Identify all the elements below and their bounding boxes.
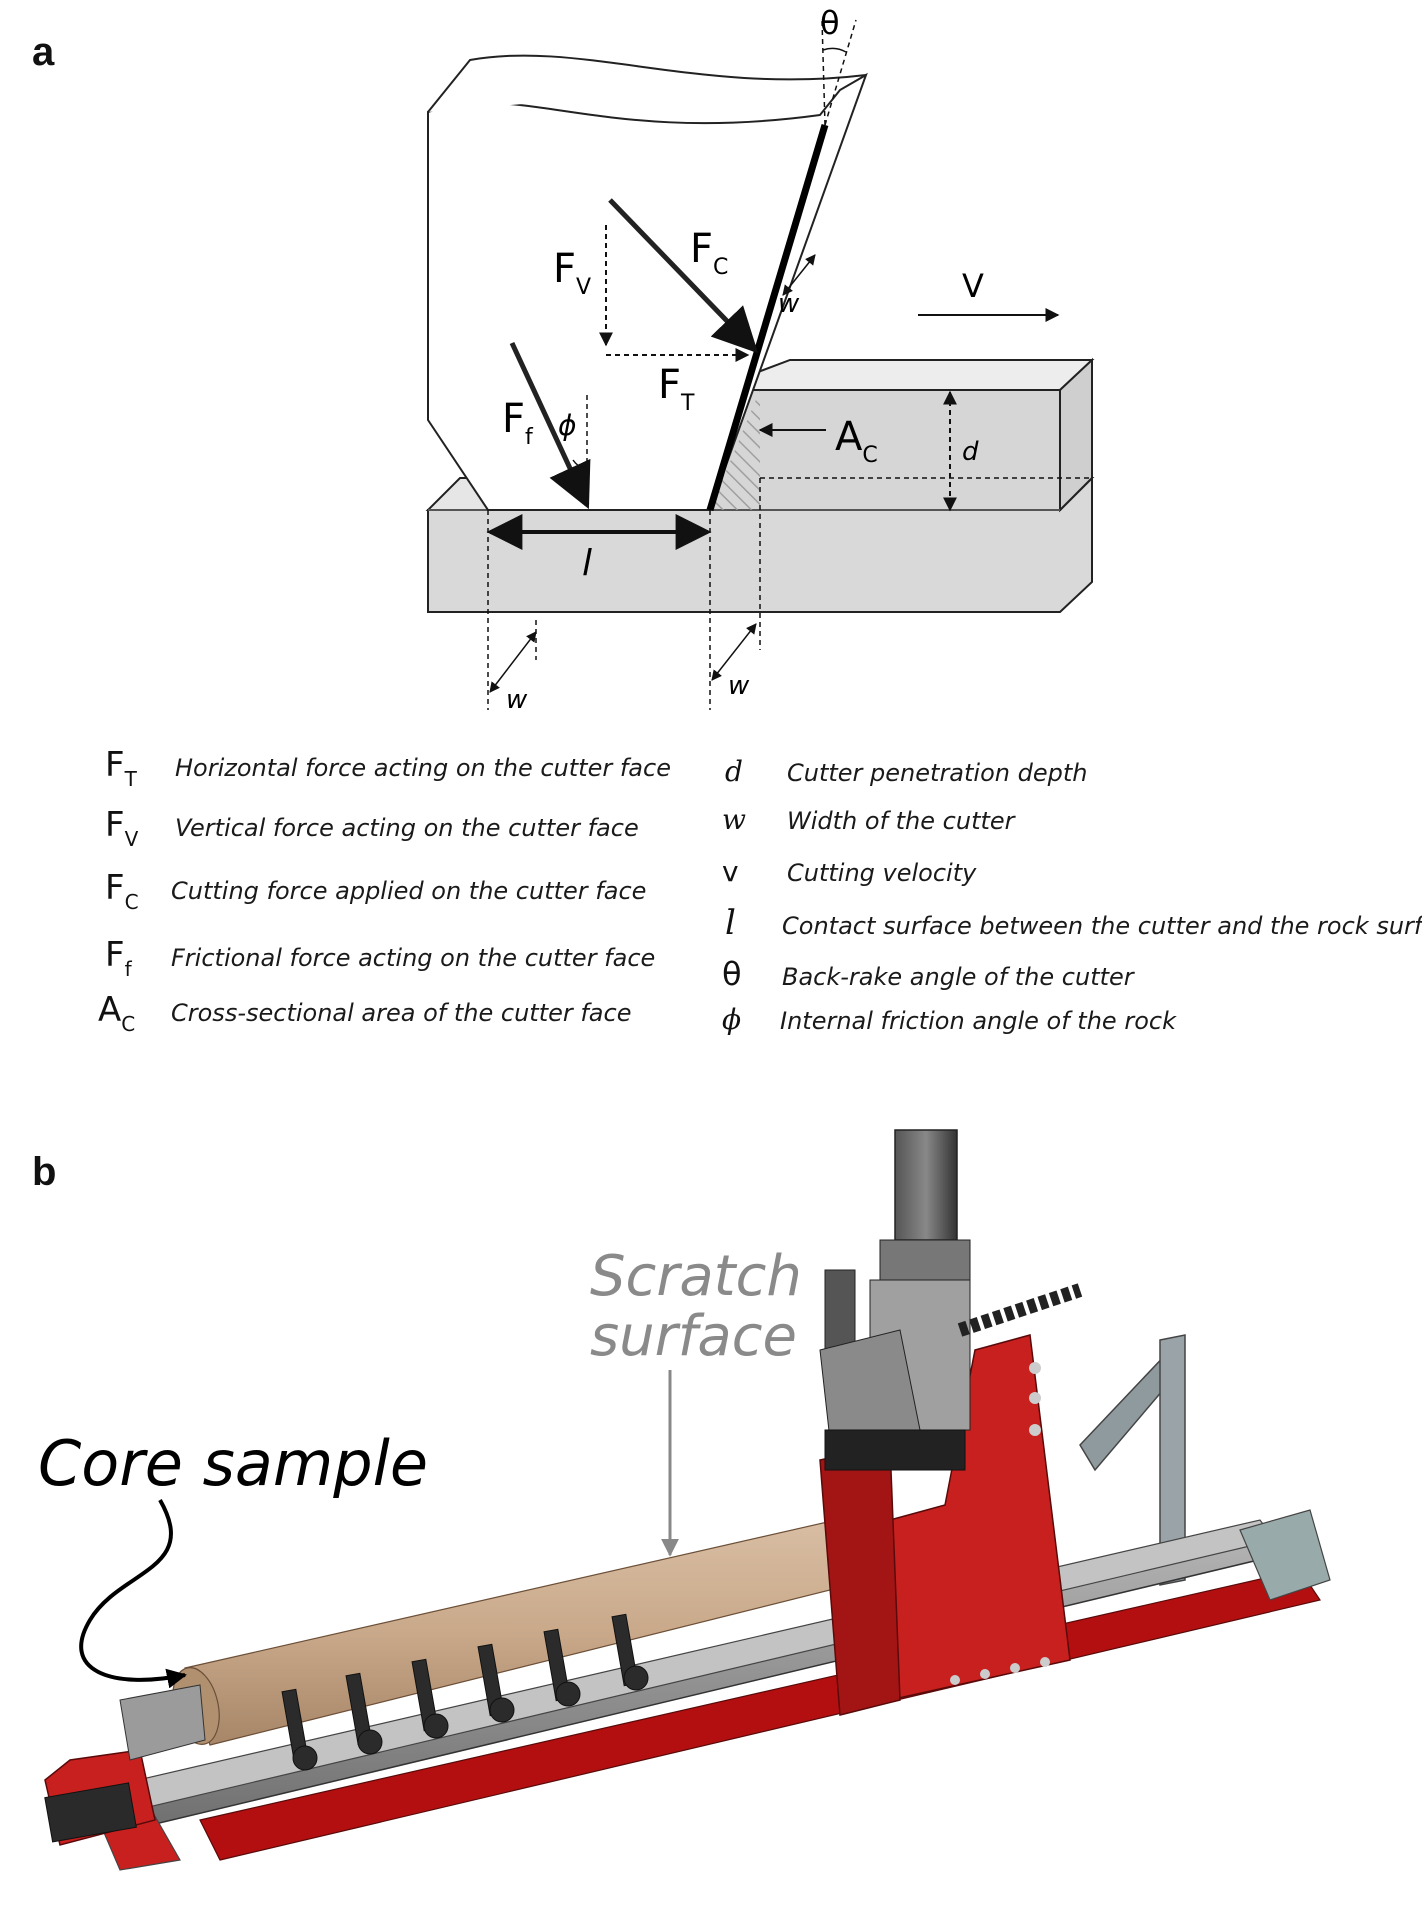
legend-item: v Cutting velocity: [722, 855, 977, 888]
legend-item: FC Cutting force applied on the cutter f…: [105, 868, 647, 914]
legend-item: AC Cross-sectional area of the cutter fa…: [98, 990, 632, 1036]
legend-item: Ff Frictional force acting on the cutter…: [105, 935, 656, 981]
svg-text:ϕ: ϕ: [558, 409, 576, 442]
legend-item: d Cutter penetration depth: [725, 755, 1088, 788]
core-clamps: [281, 1613, 649, 1771]
cutter-force-diagram: θ FC FV FT Ff ϕ w V AC d l w w: [425, 4, 1095, 715]
svg-text:V: V: [962, 267, 984, 305]
legend-item: FT Horizontal force acting on the cutter…: [105, 745, 671, 791]
svg-text:w: w: [728, 671, 750, 701]
scratch-test-machine: Scratch surface Core sample: [38, 1129, 1331, 1871]
legend-item: ϕ Internal friction angle of the rock: [722, 1003, 1176, 1036]
svg-text:FC: FC: [690, 226, 728, 280]
svg-text:Ff: Ff: [502, 396, 534, 450]
legend-item: l Contact surface between the cutter and…: [725, 903, 1422, 943]
end-bracket: [44, 1684, 206, 1846]
cutter-head: [819, 1129, 1083, 1471]
svg-text:w: w: [778, 289, 800, 319]
svg-text:l: l: [582, 543, 592, 584]
scratch-label-line2: surface: [590, 1304, 797, 1369]
core-sample-label: Core sample: [38, 1427, 428, 1500]
svg-text:FV: FV: [553, 246, 591, 300]
svg-text:w: w: [506, 685, 528, 715]
red-gantry: [819, 1334, 1071, 1716]
legend-item: w Width of the cutter: [722, 803, 1015, 836]
svg-text:FT: FT: [658, 362, 695, 416]
scratch-label-line1: Scratch: [590, 1244, 802, 1309]
panel-a-label: a: [32, 30, 55, 74]
svg-text:AC: AC: [835, 414, 878, 468]
svg-text:d: d: [962, 437, 979, 467]
theta-label: θ: [820, 4, 840, 42]
panel-b-label: b: [32, 1150, 57, 1194]
legend-item: θ Back-rake angle of the cutter: [722, 955, 1134, 993]
legend-item: FV Vertical force acting on the cutter f…: [105, 805, 639, 851]
